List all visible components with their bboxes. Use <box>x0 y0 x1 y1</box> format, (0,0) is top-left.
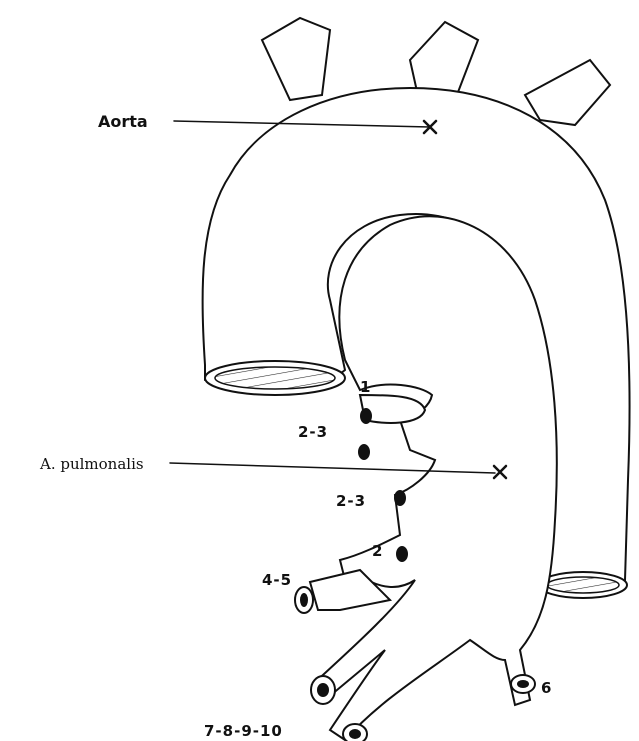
label-pulmonary: A. pulmonalis <box>39 455 144 473</box>
label-branch-1: 1 <box>360 378 371 396</box>
pulmonary-trunk <box>312 216 557 740</box>
aorta-branch-left <box>262 18 330 100</box>
label-branch-2-3-lower: 2-3 <box>336 492 366 510</box>
branch-stub-2 <box>396 546 408 562</box>
label-aorta: Aorta <box>98 112 148 131</box>
pulmonary-artery-vessel <box>295 216 557 741</box>
label-branch-7-10: 7-8-9-10 <box>204 722 283 740</box>
label-branch-4-5: 4-5 <box>262 571 292 589</box>
label-branch-6: 6 <box>541 679 552 697</box>
aorta-branch-right <box>525 60 610 125</box>
branch-stub-2-3-upper <box>358 444 370 460</box>
branch-stub-2-3-lower <box>394 490 406 506</box>
label-branch-2: 2 <box>372 542 383 560</box>
branch-stub-1 <box>360 408 372 424</box>
label-branch-2-3-upper: 2-3 <box>298 423 328 441</box>
